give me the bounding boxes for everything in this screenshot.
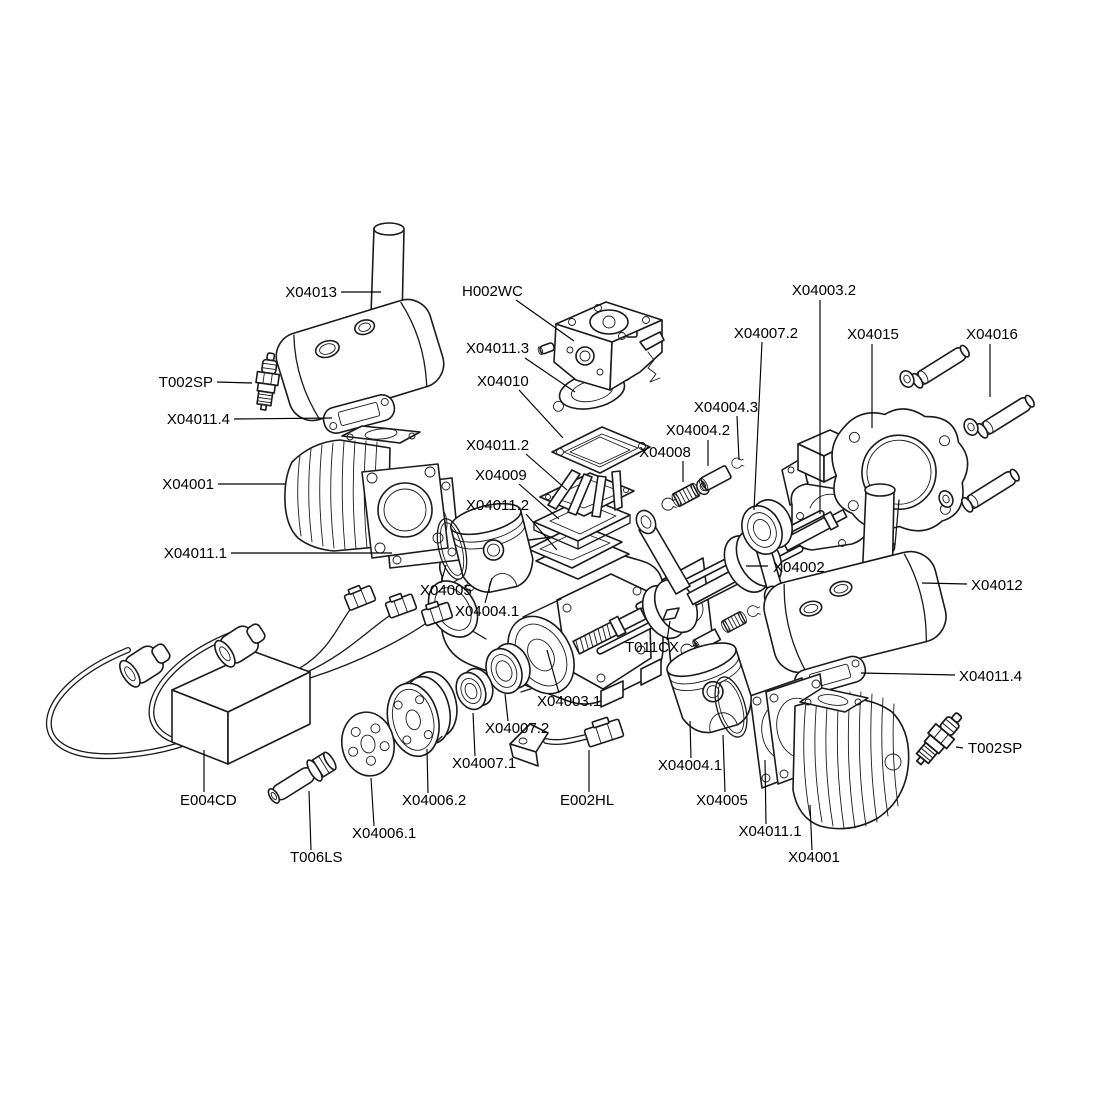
leader-line	[504, 693, 509, 722]
muffler-left	[275, 222, 445, 422]
leader-line	[308, 790, 312, 851]
ignition-module	[171, 651, 311, 765]
harness-connector	[341, 580, 377, 612]
labels: X04013 T002SP X04011.4 X04001 X04011.1 H…	[159, 282, 1023, 866]
leader-line	[809, 804, 813, 851]
part-label: X04013	[285, 284, 337, 301]
part-label: X04012	[971, 577, 1023, 594]
rear-ball-bearing	[741, 499, 793, 555]
leader-line	[515, 299, 575, 342]
carburetor	[537, 301, 665, 391]
part-label: X04007.2	[485, 720, 549, 737]
part-label: X04005	[420, 582, 472, 599]
leader-line	[524, 357, 576, 393]
pin-clip	[661, 497, 677, 511]
leader-line	[722, 734, 726, 793]
part-label: H002WC	[462, 283, 523, 300]
part-label: X04004.1	[455, 603, 519, 620]
part-label: X04011.4	[167, 411, 230, 428]
part-label: X04005	[696, 792, 748, 809]
leader-line	[764, 759, 767, 825]
shaft-clip	[747, 605, 761, 617]
pin-clip	[731, 457, 745, 469]
part-label: T002SP	[968, 740, 1022, 757]
propeller-washer	[340, 711, 396, 777]
part-label: E002HL	[560, 792, 614, 809]
leader-line	[484, 577, 493, 604]
part-label: X04011.4	[959, 668, 1022, 685]
front-ball-bearing	[485, 642, 531, 695]
leader-line	[426, 748, 429, 794]
part-label: X04001	[162, 476, 214, 493]
part-label: X04011.1	[738, 823, 801, 840]
gasket-stack	[527, 472, 635, 569]
leader-line	[666, 620, 671, 641]
part-label: X04011.2	[466, 497, 529, 514]
standoff-washer	[960, 415, 982, 439]
part-label: X04004.2	[666, 422, 730, 439]
part-label: X04011.1	[164, 545, 227, 562]
leader-line	[216, 381, 253, 384]
reed-valve-manifold	[547, 426, 651, 518]
muffler-right	[763, 483, 947, 674]
part-label: T011CX	[625, 639, 679, 656]
leader-lines	[203, 291, 991, 851]
piston-pin-hardware	[661, 457, 745, 511]
leader-line	[753, 341, 763, 511]
leader-line	[955, 746, 964, 749]
leader-line	[472, 712, 476, 757]
cylinder-right	[765, 673, 910, 830]
leader-line	[518, 389, 564, 439]
standoff-bolt	[958, 465, 1023, 515]
leader-line	[525, 453, 568, 491]
part-label: X04009	[475, 467, 527, 484]
piston-ring-right	[714, 676, 748, 738]
part-label: X04011.3	[466, 340, 529, 357]
part-label: X04015	[847, 326, 899, 343]
part-label: X04003.1	[537, 693, 601, 710]
propeller-hub	[386, 671, 458, 758]
piston-pin	[698, 465, 732, 492]
part-label: X04006.1	[352, 825, 416, 842]
leader-line	[921, 582, 968, 585]
leader-line	[233, 417, 333, 420]
part-label: X04006.2	[402, 792, 466, 809]
propeller-bolt	[267, 751, 337, 804]
part-label: X04011.2	[466, 437, 529, 454]
leader-line	[546, 649, 560, 694]
woodruff-key-hardware	[662, 605, 761, 657]
part-label: X04016	[966, 326, 1018, 343]
standoff-bolt	[908, 341, 973, 391]
leader-line	[689, 720, 692, 759]
part-label: X04004.3	[694, 399, 758, 416]
leader-line	[370, 777, 375, 827]
needle-bearing	[719, 609, 749, 635]
part-label: X04004.1	[658, 757, 722, 774]
part-label: X04001	[788, 849, 840, 866]
small-ball-bearing	[455, 667, 494, 711]
leader-line	[518, 483, 560, 520]
part-label: X04008	[639, 444, 691, 461]
standoff-washer	[896, 367, 918, 391]
part-label: X04002	[773, 559, 825, 576]
leader-line	[860, 672, 956, 676]
part-label: X04007.1	[452, 755, 516, 772]
piston-ring-left	[436, 518, 468, 580]
piston-right	[666, 642, 752, 734]
leader-line	[736, 415, 740, 461]
harness-connector	[382, 589, 418, 620]
spark-plug-right	[908, 706, 970, 772]
leader-line	[525, 513, 558, 551]
cylinder-left	[284, 425, 449, 559]
part-label: X04007.2	[734, 325, 798, 342]
part-label: X04003.2	[792, 282, 856, 299]
standoff-bolt	[973, 391, 1038, 441]
part-label: T002SP	[159, 374, 213, 391]
leader-line	[440, 564, 447, 584]
part-label: T006LS	[290, 849, 343, 866]
part-label: X04010	[477, 373, 529, 390]
part-label: E004CD	[180, 792, 237, 809]
hall-sensor	[509, 716, 625, 767]
